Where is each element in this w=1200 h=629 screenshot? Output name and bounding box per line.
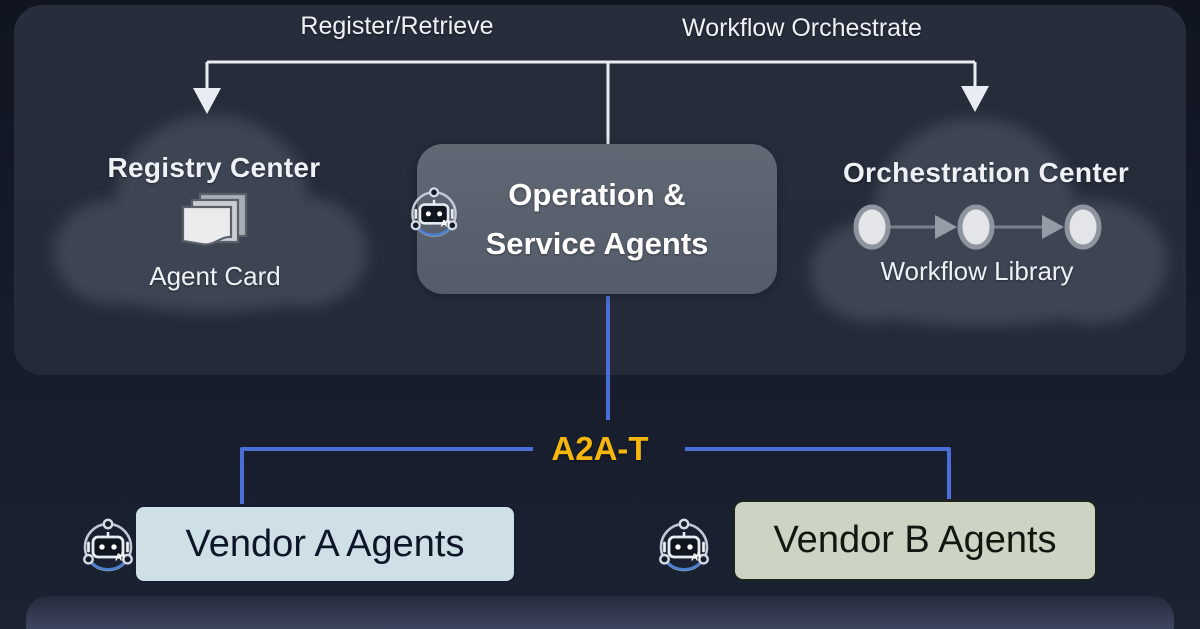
operation-agents-line2: Service Agents (485, 226, 709, 261)
vendor-a-agents-box: Vendor A Agents (134, 505, 516, 583)
ai-robot-icon (404, 182, 464, 247)
register-retrieve-label: Register/Retrieve (300, 12, 494, 40)
registry-center-title: Registry Center (107, 152, 321, 183)
vendor-b-agents-label: Vendor B Agents (773, 519, 1057, 561)
top-bracket-connector (205, 60, 977, 146)
workflow-nodes-icon (853, 204, 1102, 250)
workflow-library-label: Workflow Library (880, 256, 1074, 286)
agent-card-label: Agent Card (149, 261, 281, 291)
ai-robot-icon (652, 513, 716, 582)
operation-service-agents-box: Operation & Service Agents (417, 144, 777, 294)
bottom-edge-panel (26, 596, 1174, 629)
orchestration-center-title: Orchestration Center (842, 157, 1130, 188)
document-stack-icon (181, 192, 248, 246)
vendor-b-agents-box: Vendor B Agents (733, 500, 1097, 581)
ai-robot-icon (76, 513, 140, 582)
vendor-a-agents-label: Vendor A Agents (185, 522, 465, 565)
a2a-connector (240, 296, 951, 504)
arrow-down-icon (961, 86, 989, 112)
a2a-t-protocol-label: A2A-T (551, 430, 649, 467)
workflow-orchestrate-label: Workflow Orchestrate (682, 14, 922, 42)
operation-agents-line1: Operation & (508, 177, 686, 212)
arrow-down-icon (193, 88, 221, 114)
